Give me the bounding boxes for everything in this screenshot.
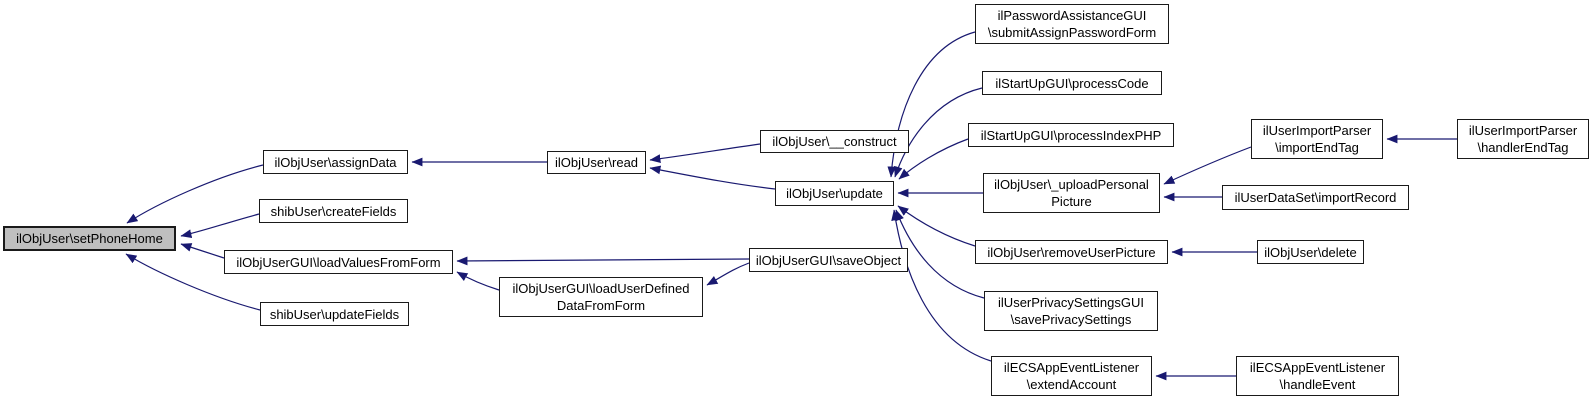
node-ilpasswordassistancegui-submitassignpasswordform[interactable]: ilPasswordAssistanceGUI \submitAssignPas… <box>975 4 1169 44</box>
edge-removeuserpicture-to-update <box>897 205 976 247</box>
edge-processindexphp-to-update <box>898 138 969 180</box>
edge-saveprivacysettings-to-update <box>895 209 985 299</box>
node-ilobjuser-update[interactable]: ilObjUser\update <box>775 181 894 206</box>
node-iluserimportparser-handlerendtag[interactable]: ilUserImportParser \handlerEndTag <box>1457 119 1589 159</box>
edge-updatefields-to-setphonehome <box>125 253 261 311</box>
edge-extendaccount-to-update <box>891 209 992 362</box>
node-ilobjuser-read[interactable]: ilObjUser\read <box>547 151 646 174</box>
node-ilobjuser-construct[interactable]: ilObjUser\__construct <box>760 130 909 153</box>
edge-submitassignpasswordform-to-update <box>887 31 976 178</box>
node-ilstartupgui-processcode[interactable]: ilStartUpGUI\processCode <box>982 71 1162 95</box>
node-ilobjusergui-loadvaluesfromform[interactable]: ilObjUserGUI\loadValuesFromForm <box>224 250 453 274</box>
edge-createfields-to-setphonehome <box>180 213 260 238</box>
edge-update-to-read <box>649 165 776 190</box>
node-ilobjusergui-loaduserdefineddatafromform[interactable]: ilObjUserGUI\loadUserDefined DataFromFor… <box>499 277 703 317</box>
node-shibuser-createfields[interactable]: shibUser\createFields <box>259 199 408 223</box>
node-ilstartupgui-processindexphp[interactable]: ilStartUpGUI\processIndexPHP <box>968 123 1174 147</box>
node-ilobjuser-assigndata[interactable]: ilObjUser\assignData <box>263 150 408 174</box>
node-ilobjuser-setphonehome: ilObjUser\setPhoneHome <box>3 226 176 251</box>
edge-saveobject-to-loaduserdefined <box>706 262 750 286</box>
node-shibuser-updatefields[interactable]: shibUser\updateFields <box>260 302 409 326</box>
edge-saveobject-to-loadvaluesfromform <box>456 256 750 266</box>
edge-assigndata-to-setphonehome <box>126 164 264 224</box>
node-iluserimportparser-importendtag[interactable]: ilUserImportParser \importEndTag <box>1251 119 1383 159</box>
node-ilobjusergui-saveobject[interactable]: ilObjUserGUI\saveObject <box>749 248 908 272</box>
node-ilecsappeventlistener-extendaccount[interactable]: ilECSAppEventListener \extendAccount <box>991 356 1152 396</box>
edge-loaduserdefined-to-loadvaluesfromform <box>456 271 500 291</box>
node-ilobjuser-removeuserpicture[interactable]: ilObjUser\removeUserPicture <box>975 240 1168 264</box>
node-ilobjuser-delete[interactable]: ilObjUser\delete <box>1257 240 1364 264</box>
node-ilecsappeventlistener-handleevent[interactable]: ilECSAppEventListener \handleEvent <box>1236 356 1399 396</box>
node-ilobjuser-uploadpersonalpicture[interactable]: ilObjUser\_uploadPersonal Picture <box>983 173 1160 213</box>
edge-processcode-to-update <box>894 87 983 178</box>
edge-importendtag-to-uploadpersonalpicture <box>1163 146 1252 185</box>
edge-loadvaluesfromform-to-setphonehome <box>180 243 225 259</box>
node-iluserprivacysettingsgui-saveprivacysettings[interactable]: ilUserPrivacySettingsGUI \savePrivacySet… <box>984 291 1158 331</box>
edge-construct-to-read <box>649 143 761 163</box>
node-iluserdataset-importrecord[interactable]: ilUserDataSet\importRecord <box>1222 185 1409 210</box>
